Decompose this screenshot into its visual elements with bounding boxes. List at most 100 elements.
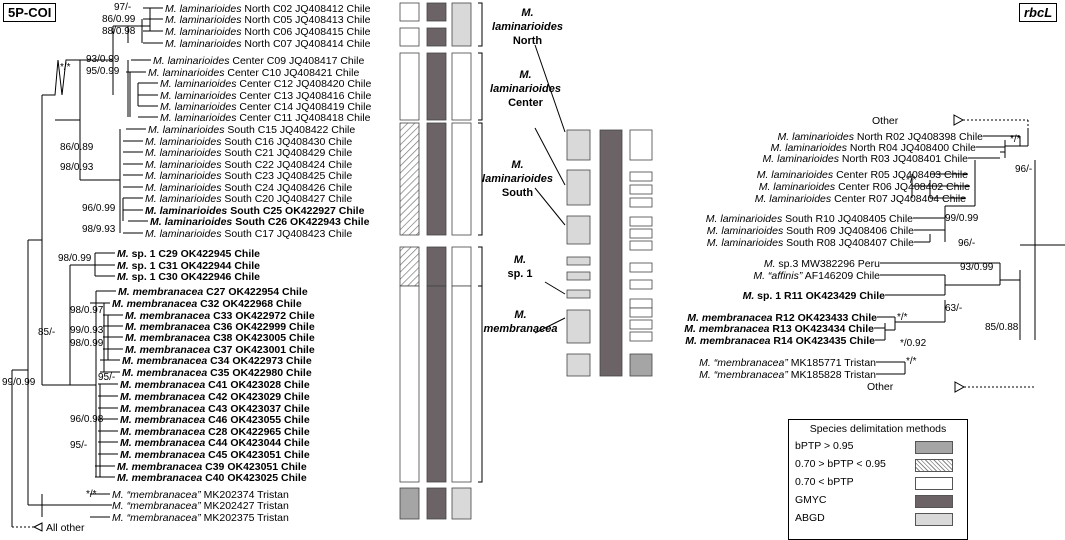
- support-value: 95/0.99: [86, 66, 120, 77]
- support-value: 99/0.99: [2, 377, 36, 388]
- delimitation-box: [426, 246, 447, 287]
- delimitation-box: [566, 353, 591, 377]
- delimitation-box: [629, 307, 653, 318]
- delimitation-box: [629, 216, 653, 227]
- connector: [544, 281, 566, 295]
- delimitation-box: [566, 169, 591, 206]
- group-line-2: sp. 1: [507, 268, 533, 280]
- right-taxon-label: M. laminarioides Center R05 JQ408403 Chi…: [757, 169, 968, 181]
- legend-swatch: [915, 441, 953, 454]
- support-value: 95/-: [98, 372, 115, 383]
- support-value: 86/0.89: [60, 142, 94, 153]
- left-taxon-label: M. laminarioides Center C13 JQ408416 Chi…: [160, 90, 371, 102]
- legend-item-abgd: ABGD: [795, 512, 965, 526]
- left-taxon-label: M. sp. 1 C30 OK422946 Chile: [117, 271, 260, 283]
- bracket: [478, 52, 483, 121]
- left-taxon-label: M. laminarioides South C22 JQ408424 Chil…: [145, 159, 352, 171]
- group-line-1: M.: [513, 254, 527, 266]
- panel-title-rbcl: rbcL: [1019, 3, 1058, 22]
- right-taxon-label: M. sp. 1 R11 OK423429 Chile: [743, 290, 886, 302]
- group-label-sp1: M. sp. 1: [490, 253, 550, 281]
- group-line-1: M.: [514, 309, 527, 321]
- left-taxon-label: M. membranacea C44 OK423044 Chile: [120, 437, 310, 449]
- bracket: [478, 2, 483, 47]
- left-taxon-label: M. laminarioides Center C09 JQ408417 Chi…: [153, 55, 364, 67]
- group-label-laminarioides-north: M. laminarioides North: [480, 6, 575, 48]
- legend-swatch: [915, 513, 953, 526]
- right-taxon-label: M. membranacea R12 OK423433 Chile: [687, 312, 877, 324]
- left-taxon-label: M. sp. 1 C29 OK422945 Chile: [117, 248, 260, 260]
- legend-label: GMYC: [795, 494, 827, 506]
- left-taxon-label: M. membranacea C36 OK422999 Chile: [125, 321, 315, 333]
- left-taxon-label: M. membranacea C35 OK422980 Chile: [122, 367, 312, 379]
- delimitation-box: [566, 309, 591, 344]
- delimitation-box: [426, 285, 447, 483]
- support-value: 85/0.88: [985, 322, 1019, 333]
- other-species-label: Other: [867, 381, 894, 393]
- support-value: */*: [906, 356, 917, 367]
- support-value: 85/-: [38, 327, 55, 338]
- delimitation-box: [566, 256, 591, 266]
- legend-label: bPTP > 0.95: [795, 440, 854, 452]
- support-value: 88/0.98: [102, 26, 136, 37]
- bracket: [478, 246, 483, 287]
- right-taxon-label: M. membranacea R14 OK423435 Chile: [685, 335, 875, 347]
- left-taxon-label: M. laminarioides South C24 JQ408426 Chil…: [145, 182, 352, 194]
- legend: Species delimitation methods bPTP > 0.95…: [788, 419, 968, 540]
- left-taxon-label: M. laminarioides Center C12 JQ408420 Chi…: [160, 78, 371, 90]
- delimitation-box: [566, 129, 591, 161]
- group-label-laminarioides-center: M. laminarioides Center: [478, 68, 573, 110]
- left-taxon-label: M. membranacea C28 OK422965 Chile: [120, 426, 310, 438]
- zigzag-branch: [42, 59, 80, 96]
- delimitation-box: [451, 487, 472, 520]
- left-taxon-label: M. laminarioides South C21 JQ408429 Chil…: [145, 147, 352, 159]
- right-taxon-label: M. laminarioides North R02 JQ408398 Chil…: [778, 131, 984, 143]
- delimitation-box: [629, 184, 653, 195]
- group-line-1: M.: [521, 7, 534, 19]
- support-value: 98/0.97: [70, 305, 104, 316]
- right-taxon-label: M. membranacea R13 OK423434 Chile: [684, 323, 874, 335]
- left-taxon-label: M. membranacea C45 OK423051 Chile: [120, 449, 310, 461]
- left-taxon-label: M. “membranacea” MK202375 Tristan: [112, 512, 289, 524]
- delimitation-box: [426, 122, 447, 236]
- delimitation-box: [426, 52, 447, 121]
- left-taxon-label: M. membranacea C38 OK423005 Chile: [125, 332, 315, 344]
- delimitation-box: [629, 319, 653, 330]
- tree-labels: M. laminarioides North C02 JQ408412 Chil…: [2, 2, 1032, 534]
- delimitation-box: [629, 262, 653, 273]
- legend-item-bptp-mid: 0.70 > bPTP < 0.95: [795, 458, 965, 472]
- arrow-icon: [32, 522, 43, 532]
- delimitation-box: [566, 289, 591, 299]
- left-taxon-label: M. membranacea C33 OK422972 Chile: [125, 310, 315, 322]
- left-taxon-label: M. laminarioides South C25 OK422927 Chil…: [145, 205, 365, 217]
- left-taxon-label: M. laminarioides North C02 JQ408412 Chil…: [165, 3, 371, 15]
- left-taxon-label: M. membranacea C46 OK423055 Chile: [120, 414, 310, 426]
- group-line-1: M.: [519, 69, 532, 81]
- left-taxon-label: M. laminarioides North C07 JQ408414 Chil…: [165, 38, 371, 50]
- group-line-3: South: [501, 187, 534, 199]
- left-taxon-label: M. laminarioides North C06 JQ408415 Chil…: [165, 26, 371, 38]
- delimitation-boxes: [399, 2, 653, 520]
- left-taxon-label: M. laminarioides South C17 JQ408423 Chil…: [145, 228, 352, 240]
- legend-label: 0.70 > bPTP < 0.95: [795, 458, 886, 470]
- legend-swatch: [915, 495, 953, 508]
- delimitation-box: [399, 487, 420, 520]
- support-value: */0.92: [900, 338, 927, 349]
- right-taxon-label: M. laminarioides Center R07 JQ408404 Chi…: [755, 193, 966, 205]
- support-value: 96/-: [1015, 164, 1032, 175]
- left-taxon-label: M. membranacea C40 OK423025 Chile: [117, 472, 307, 484]
- delimitation-box: [629, 353, 653, 377]
- left-taxon-label: M. laminarioides South C26 OK422943 Chil…: [150, 216, 370, 228]
- support-value: 98/0.99: [58, 253, 92, 264]
- right-taxon-label: M. laminarioides South R09 JQ408406 Chil…: [707, 225, 914, 237]
- legend-item-bptp-low: 0.70 < bPTP: [795, 476, 965, 490]
- delimitation-box: [599, 129, 623, 377]
- connector: [534, 44, 566, 133]
- other-species-label: Other: [872, 115, 899, 127]
- delimitation-box: [566, 215, 591, 245]
- left-taxon-label: M. laminarioides South C16 JQ408430 Chil…: [145, 136, 352, 148]
- support-value: 63/-: [945, 303, 962, 314]
- delimitation-box: [451, 2, 472, 47]
- support-value: 96/-: [958, 238, 975, 249]
- support-value: */*: [1010, 134, 1021, 145]
